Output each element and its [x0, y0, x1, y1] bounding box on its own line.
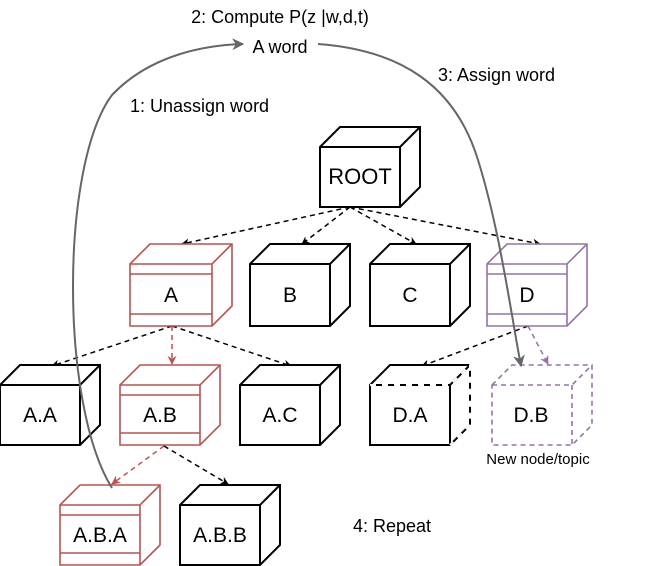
node-b-label: B [283, 284, 297, 307]
node-c: C [369, 243, 471, 327]
edge-root-c [349, 206, 417, 245]
node-abb-label: A.B.B [193, 524, 247, 547]
node-aba: A.B.A [59, 484, 161, 566]
node-ac-label: A.C [262, 404, 297, 427]
node-ab-label: A.B [143, 404, 177, 427]
node-da-label: D.A [392, 404, 427, 427]
assign-label: 3: Assign word [438, 65, 555, 85]
node-b: B [249, 243, 351, 327]
edge-d-da [421, 325, 529, 368]
node-aa: A.A [0, 364, 101, 446]
node-ab: A.B [119, 364, 221, 446]
node-ac: A.C [239, 364, 341, 446]
edge-ab-abb [163, 445, 229, 485]
edge-a-ac [171, 325, 292, 368]
edge-root-b [301, 206, 351, 245]
node-root-label: ROOT [328, 164, 392, 189]
node-d-label: D [519, 284, 534, 307]
process-arrows [72, 38, 525, 489]
node-aba-label: A.B.A [73, 524, 127, 547]
edge-a-aa [51, 325, 173, 368]
repeat-label: 4: Repeat [353, 516, 431, 536]
unassign-label: 1: Unassign word [130, 96, 269, 116]
node-a: A [129, 243, 233, 327]
edge-d-db [527, 325, 549, 365]
unassign-arrow [72, 38, 245, 489]
node-db: D.B [491, 364, 593, 446]
new-node-caption: New node/topic [486, 451, 590, 468]
assign-arrow [317, 43, 525, 368]
node-aa-label: A.A [23, 404, 57, 427]
word-label: A word [252, 37, 307, 57]
tree-edges [51, 206, 549, 485]
node-abb: A.B.B [179, 484, 281, 566]
edge-root-d [349, 206, 541, 247]
node-da: D.A [369, 362, 471, 446]
edge-ab-aba [111, 445, 165, 485]
node-root: ROOT [319, 126, 421, 208]
compute-label: 2: Compute P(z |w,d,t) [191, 7, 369, 27]
node-c-label: C [402, 284, 417, 307]
node-db-label: D.B [513, 404, 548, 427]
node-a-label: A [164, 284, 178, 307]
node-d: D [486, 243, 588, 327]
edge-root-a [181, 206, 351, 247]
